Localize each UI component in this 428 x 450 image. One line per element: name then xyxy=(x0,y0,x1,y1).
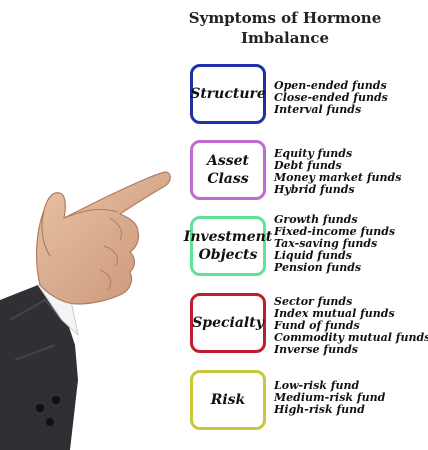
list-item: Open-ended funds xyxy=(274,79,387,92)
category-label: Structure xyxy=(190,86,266,102)
sleeve-button xyxy=(52,396,60,404)
category-label: Investment Objects xyxy=(183,229,273,263)
list-item: High-risk fund xyxy=(274,403,365,416)
category-items-asset-class: Equity funds Debt funds Money market fun… xyxy=(274,148,424,196)
category-label: Asset Class xyxy=(207,153,249,187)
category-box-risk: Risk xyxy=(190,370,266,430)
pointing-hand-illustration xyxy=(0,171,171,450)
list-item: Tax-saving funds xyxy=(274,237,378,250)
list-item: Fund of funds xyxy=(274,319,360,332)
list-item: Liquid funds xyxy=(274,249,352,262)
category-box-asset-class: Asset Class xyxy=(190,140,266,200)
list-item: Medium-risk fund xyxy=(274,391,386,404)
list-item: Hybrid funds xyxy=(274,183,355,196)
category-label: Risk xyxy=(210,392,246,408)
list-item: Fixed-income funds xyxy=(274,225,396,238)
category-box-investment-objects: Investment Objects xyxy=(184,216,272,276)
hand xyxy=(35,171,171,305)
list-item: Index mutual funds xyxy=(274,307,395,320)
list-item: Low-risk fund xyxy=(274,379,360,392)
list-item: Interval funds xyxy=(274,103,362,116)
sleeve-button xyxy=(36,404,44,412)
list-item: Sector funds xyxy=(274,295,353,308)
list-item: Close-ended funds xyxy=(274,91,388,104)
list-item: Debt funds xyxy=(274,159,342,172)
category-items-structure: Open-ended funds Close-ended funds Inter… xyxy=(274,80,424,116)
category-items-specialty: Sector funds Index mutual funds Fund of … xyxy=(274,295,428,356)
list-item: Pension funds xyxy=(274,261,362,274)
category-items-investment-objects: Growth funds Fixed-income funds Tax-savi… xyxy=(274,214,424,274)
category-items-risk: Low-risk fund Medium-risk fund High-risk… xyxy=(274,380,424,416)
category-label: Specialty xyxy=(192,315,264,331)
list-item: Commodity mutual funds xyxy=(274,331,428,344)
category-box-structure: Structure xyxy=(190,64,266,124)
list-item: Money market funds xyxy=(274,171,402,184)
category-box-specialty: Specialty xyxy=(190,293,266,353)
list-item: Equity funds xyxy=(274,147,353,160)
list-item: Inverse funds xyxy=(274,343,358,356)
sleeve xyxy=(0,285,78,450)
sleeve-button xyxy=(46,418,54,426)
list-item: Growth funds xyxy=(274,213,358,226)
diagram-title: Symptoms of Hormone Imbalance xyxy=(188,9,382,47)
